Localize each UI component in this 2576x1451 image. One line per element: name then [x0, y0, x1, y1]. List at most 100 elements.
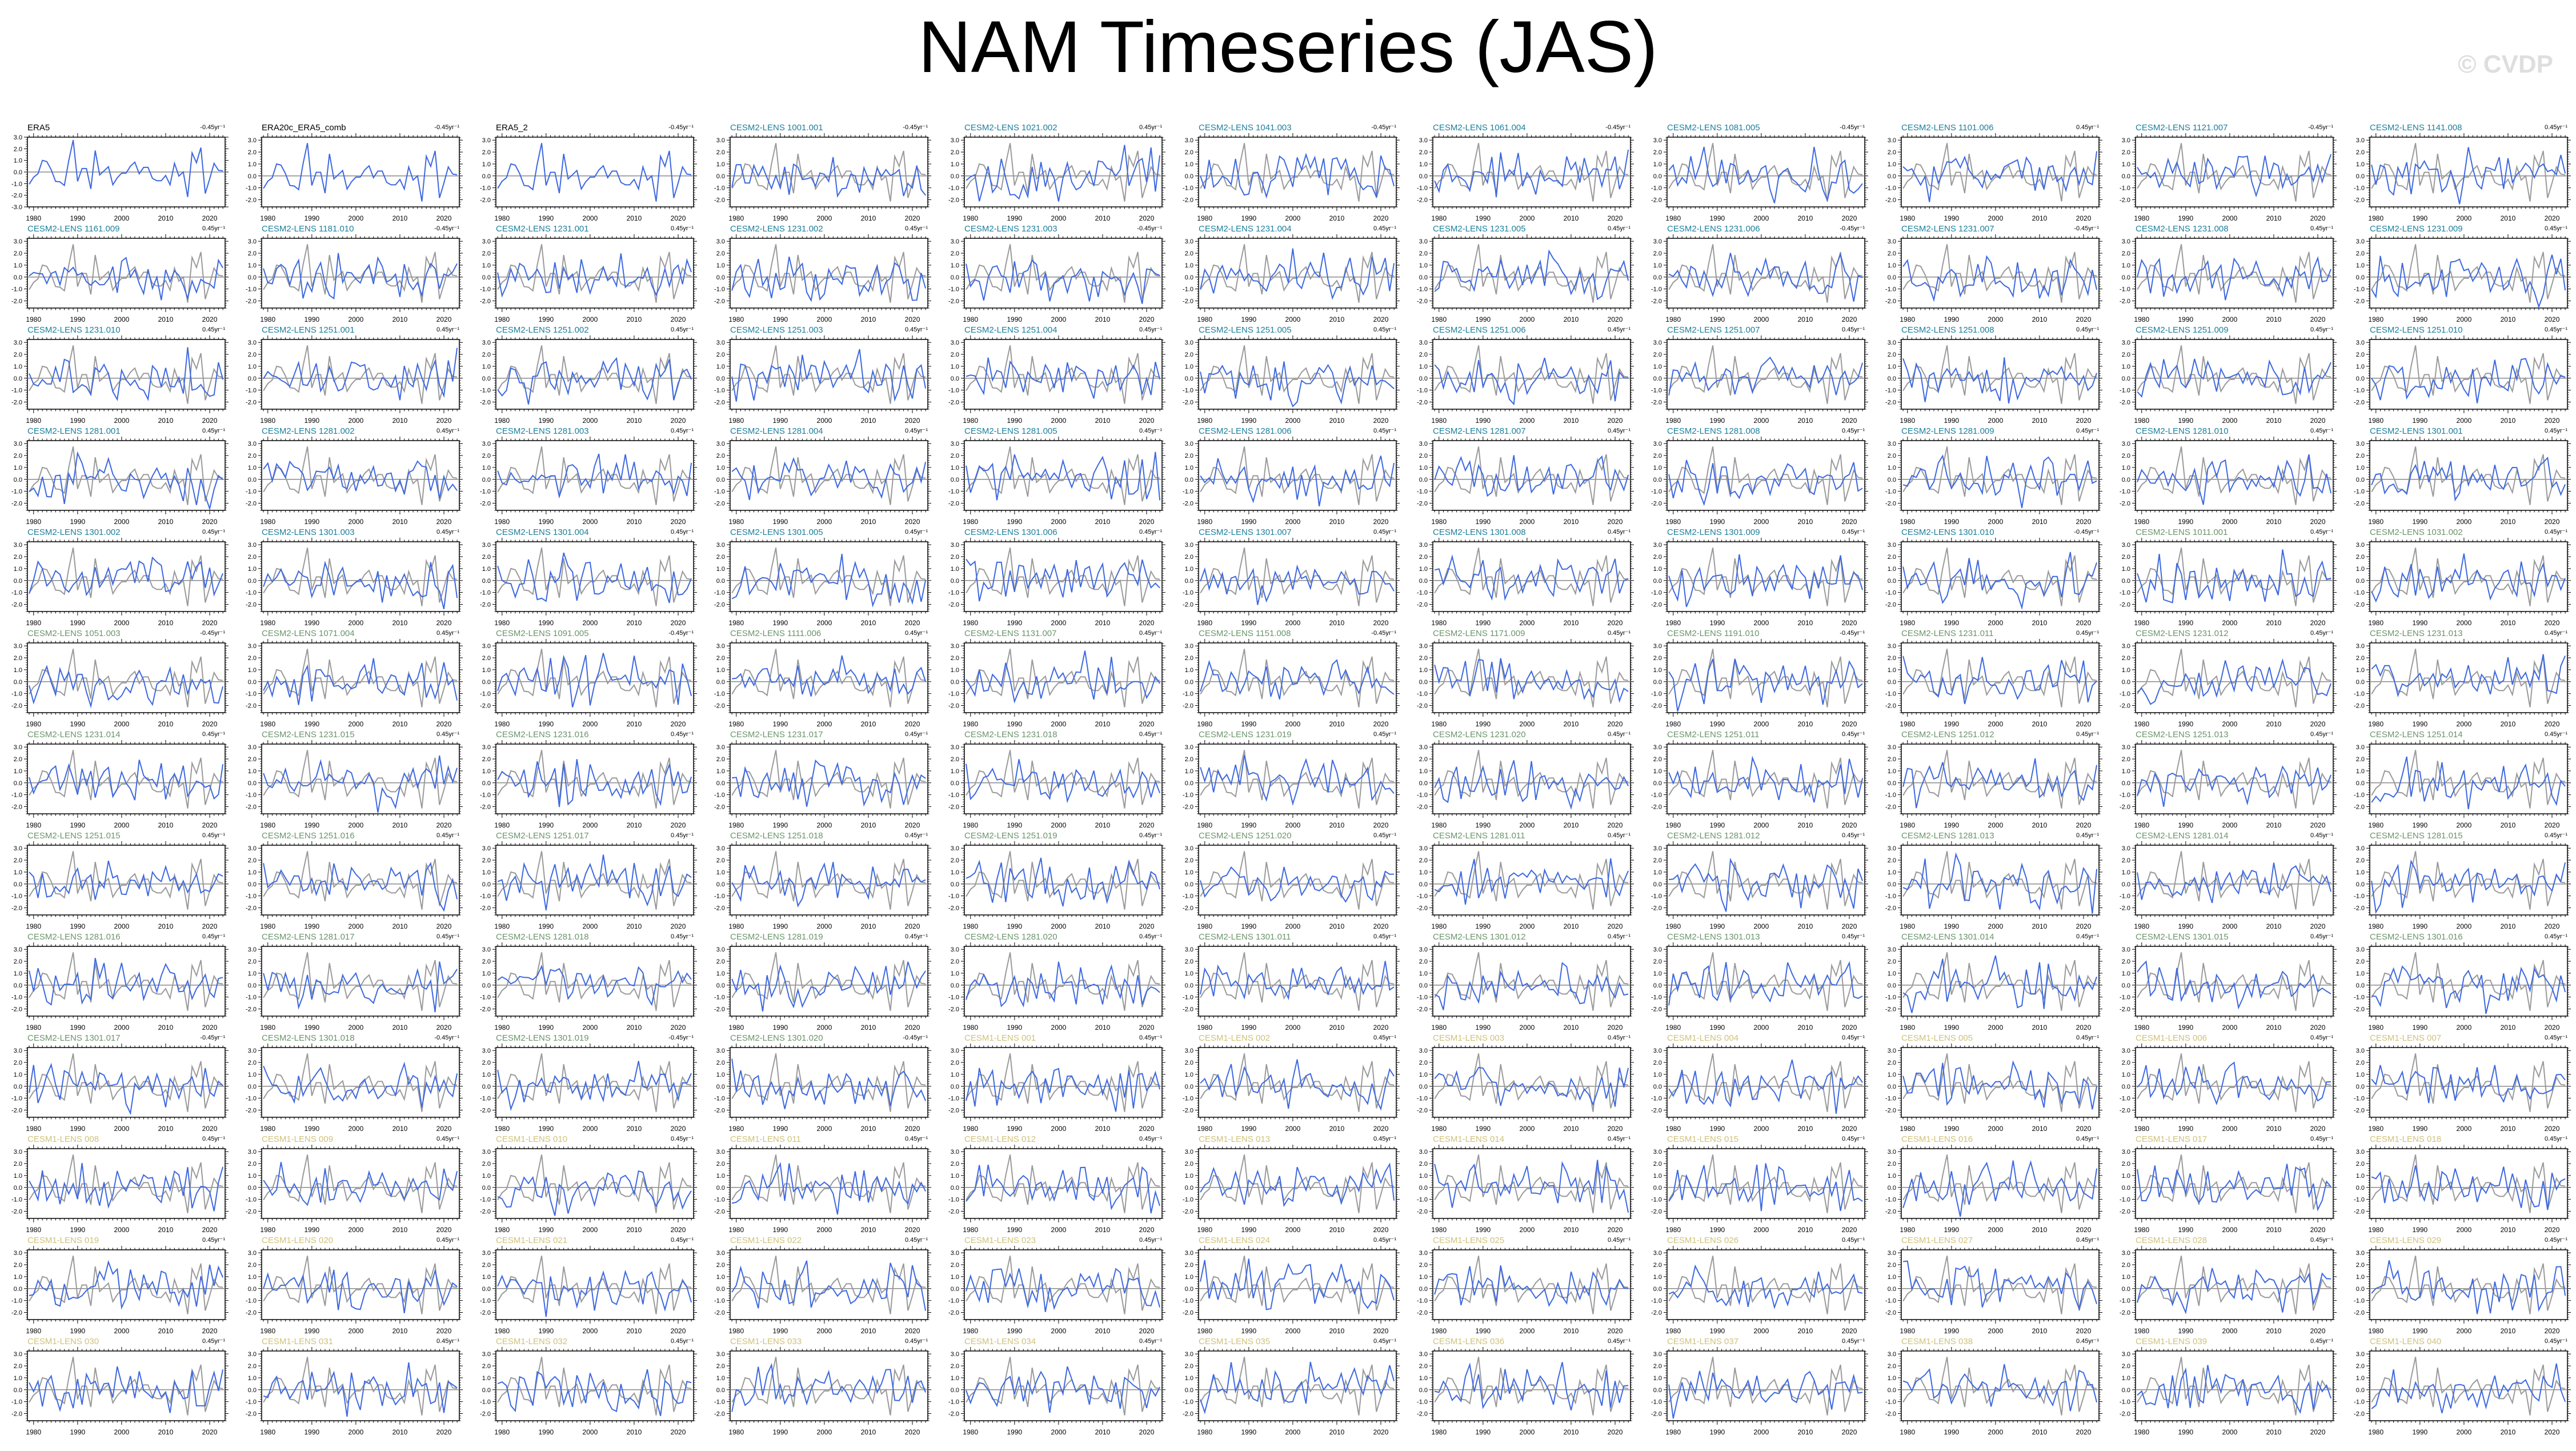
x-tick-label: 1990: [70, 417, 85, 425]
plot-frame: [1901, 137, 2100, 207]
y-tick-label: -1.0: [11, 387, 22, 394]
trend-label: -0.45yr⁻¹: [903, 124, 928, 131]
x-tick-label: 2020: [1608, 315, 1623, 323]
y-tick-label: 1.0: [1185, 363, 1193, 370]
observed-reference-line: [263, 244, 458, 303]
panel-title: CESM2-LENS 1251.002: [496, 325, 589, 335]
x-tick-label: 1990: [304, 417, 319, 425]
x-tick-label: 2010: [1095, 417, 1111, 425]
trend-label: -0.45yr⁻¹: [2308, 124, 2333, 131]
y-tick-label: -2.0: [1183, 197, 1193, 203]
y-tick-label: 0.0: [716, 274, 725, 281]
y-tick-label: -2.0: [2120, 298, 2130, 305]
y-tick-label: 3.0: [2122, 137, 2130, 144]
y-tick-label: 1.0: [248, 161, 257, 168]
x-tick-label: 2000: [1520, 214, 1535, 222]
y-tick-label: 0.0: [1653, 274, 1662, 281]
x-tick-label: 1980: [1665, 315, 1681, 323]
member-series-line: [966, 145, 1161, 202]
panel-title: CESM2-LENS 1001.001: [730, 123, 823, 133]
y-tick-label: -1.0: [1651, 286, 1662, 293]
x-tick-label: 1990: [1944, 214, 1959, 222]
y-tick-label: -2.0: [714, 399, 725, 406]
x-tick-label: 2010: [861, 417, 876, 425]
x-tick-label: 2010: [1798, 214, 1813, 222]
observed-reference-line: [497, 244, 692, 303]
member-series-line: [966, 357, 1161, 399]
x-tick-label: 2020: [2545, 315, 2560, 323]
y-tick-label: 1.0: [716, 262, 725, 269]
trend-label: 0.45yr⁻¹: [905, 225, 928, 232]
plot-frame: [495, 137, 694, 207]
panel-title: CESM2-LENS 1231.008: [2136, 224, 2229, 234]
y-tick-label: 0.0: [1419, 173, 1428, 180]
y-tick-label: -1.0: [480, 286, 491, 293]
y-tick-label: 3.0: [482, 339, 491, 346]
y-tick-label: 2.0: [14, 146, 22, 153]
x-tick-label: 2020: [905, 315, 920, 323]
panel-title: CESM2-LENS 1231.006: [1667, 224, 1760, 234]
x-tick-label: 2010: [627, 315, 642, 323]
y-tick-label: 1.0: [951, 363, 959, 370]
y-tick-label: -2.0: [714, 298, 725, 305]
x-tick-label: 2000: [817, 417, 832, 425]
trend-label: 0.45yr⁻¹: [2545, 124, 2567, 131]
member-series-line: [2137, 256, 2332, 301]
plot-frame: [730, 137, 928, 207]
x-tick-label: 1990: [2178, 315, 2193, 323]
y-tick-label: 3.0: [1888, 238, 1896, 245]
y-tick-label: 0.0: [1185, 274, 1193, 281]
y-tick-label: -2.0: [246, 399, 257, 406]
x-tick-label: 2020: [1608, 214, 1623, 222]
x-tick-label: 2020: [1373, 315, 1389, 323]
x-tick-label: 2020: [202, 214, 218, 222]
trend-label: 0.45yr⁻¹: [202, 225, 225, 232]
x-tick-label: 2020: [905, 417, 920, 425]
observed-reference-line: [29, 244, 223, 303]
y-tick-label: 2.0: [716, 250, 725, 257]
y-tick-label: 3.0: [951, 238, 959, 245]
trend-label: 0.45yr⁻¹: [671, 225, 694, 232]
panel-title: CESM2-LENS 1231.003: [964, 224, 1057, 234]
panel-title: CESM2-LENS 1231.002: [730, 224, 823, 234]
plot-frame: [730, 238, 928, 309]
member-series-line: [731, 257, 927, 302]
y-tick-label: 0.0: [1653, 173, 1662, 180]
y-tick-label: 3.0: [1185, 339, 1193, 346]
plot-frame: [2369, 238, 2568, 309]
y-tick-label: -2.0: [1183, 298, 1193, 305]
panel-title: CESM2-LENS 1251.003: [730, 325, 823, 335]
trend-label: 0.45yr⁻¹: [2545, 225, 2567, 232]
x-tick-label: 2010: [158, 417, 174, 425]
member-series-line: [731, 349, 927, 402]
y-tick-label: 2.0: [248, 250, 257, 257]
x-tick-label: 1990: [2412, 315, 2427, 323]
y-tick-label: 1.0: [951, 161, 959, 168]
x-tick-label: 1990: [304, 315, 319, 323]
y-tick-label: 3.0: [248, 137, 257, 144]
y-tick-label: -3.0: [11, 204, 22, 211]
y-tick-label: -1.0: [714, 387, 725, 394]
trend-label: 0.45yr⁻¹: [202, 326, 225, 333]
panel-title: CESM2-LENS 1161.009: [27, 224, 119, 234]
y-tick-label: 2.0: [951, 351, 959, 358]
x-tick-label: 2010: [392, 315, 408, 323]
x-tick-label: 2020: [1139, 417, 1155, 425]
y-tick-label: 3.0: [1185, 238, 1193, 245]
x-tick-label: 1980: [963, 214, 978, 222]
y-tick-label: 2.0: [951, 250, 959, 257]
x-tick-label: 1990: [1709, 315, 1725, 323]
y-tick-label: -1.0: [948, 387, 959, 394]
x-tick-label: 2010: [158, 214, 174, 222]
x-tick-label: 2000: [817, 214, 832, 222]
plot-frame: [261, 238, 460, 309]
y-tick-label: 3.0: [14, 134, 22, 141]
y-tick-label: 1.0: [2356, 262, 2365, 269]
x-tick-label: 2010: [1564, 315, 1579, 323]
y-tick-label: 2.0: [248, 149, 257, 156]
panel-title: CESM2-LENS 1231.010: [27, 325, 121, 335]
y-tick-label: 2.0: [716, 149, 725, 156]
